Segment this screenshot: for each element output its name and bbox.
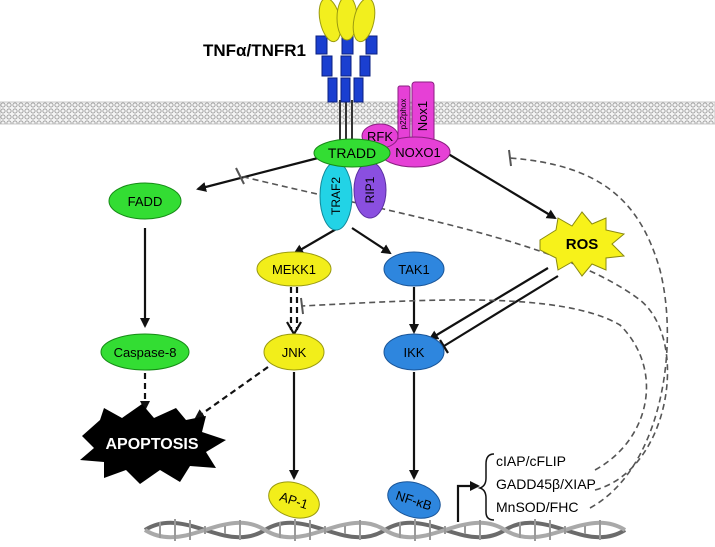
target-gene-1: cIAP/cFLIP <box>496 453 566 469</box>
apoptosis-label: APOPTOSIS <box>105 436 198 453</box>
rip1-label: RIP1 <box>363 176 377 203</box>
fadd-node <box>108 182 182 220</box>
tradd-node <box>313 138 391 168</box>
dna-helix <box>143 519 627 541</box>
noxo1-label: NOXO1 <box>395 145 441 160</box>
ikk-label: IKK <box>404 345 425 360</box>
ros-label: ROS <box>566 236 599 253</box>
ros-burst <box>539 211 626 277</box>
ikk-node <box>383 333 445 371</box>
target-gene-3: MnSOD/FHC <box>496 499 578 515</box>
fadd-label: FADD <box>128 194 163 209</box>
dashed-arrows <box>140 287 299 420</box>
caspase8-node <box>100 333 190 371</box>
activation-arrows <box>140 139 559 522</box>
inhibition-bars <box>235 149 512 315</box>
nox1-label: Nox1 <box>415 101 430 131</box>
apoptosis-burst <box>80 404 226 484</box>
feedback-inhibition-lines <box>239 157 669 509</box>
cell-membrane <box>0 101 715 125</box>
target-gene-2: GADD45β/XIAP <box>496 476 596 492</box>
jnk-label: JNK <box>282 345 307 360</box>
tnf-receptor <box>315 0 378 145</box>
tak1-node <box>383 251 445 287</box>
mekk1-label: MEKK1 <box>272 262 316 277</box>
ap1-node <box>268 481 320 519</box>
target-genes-brace <box>477 453 495 521</box>
mekk1-node <box>256 251 332 287</box>
rfk-label: RFK <box>367 129 393 144</box>
caspase8-label: Caspase-8 <box>114 345 177 360</box>
tradd-label: TRADD <box>328 145 376 161</box>
receptor-label: TNFα/TNFR1 <box>203 41 306 60</box>
tak1-label: TAK1 <box>398 262 430 277</box>
traf2-label: TRAF2 <box>329 177 343 215</box>
p22phox-label: p22phox <box>399 99 408 130</box>
nfkb-node <box>387 481 441 519</box>
jnk-node <box>263 333 325 371</box>
